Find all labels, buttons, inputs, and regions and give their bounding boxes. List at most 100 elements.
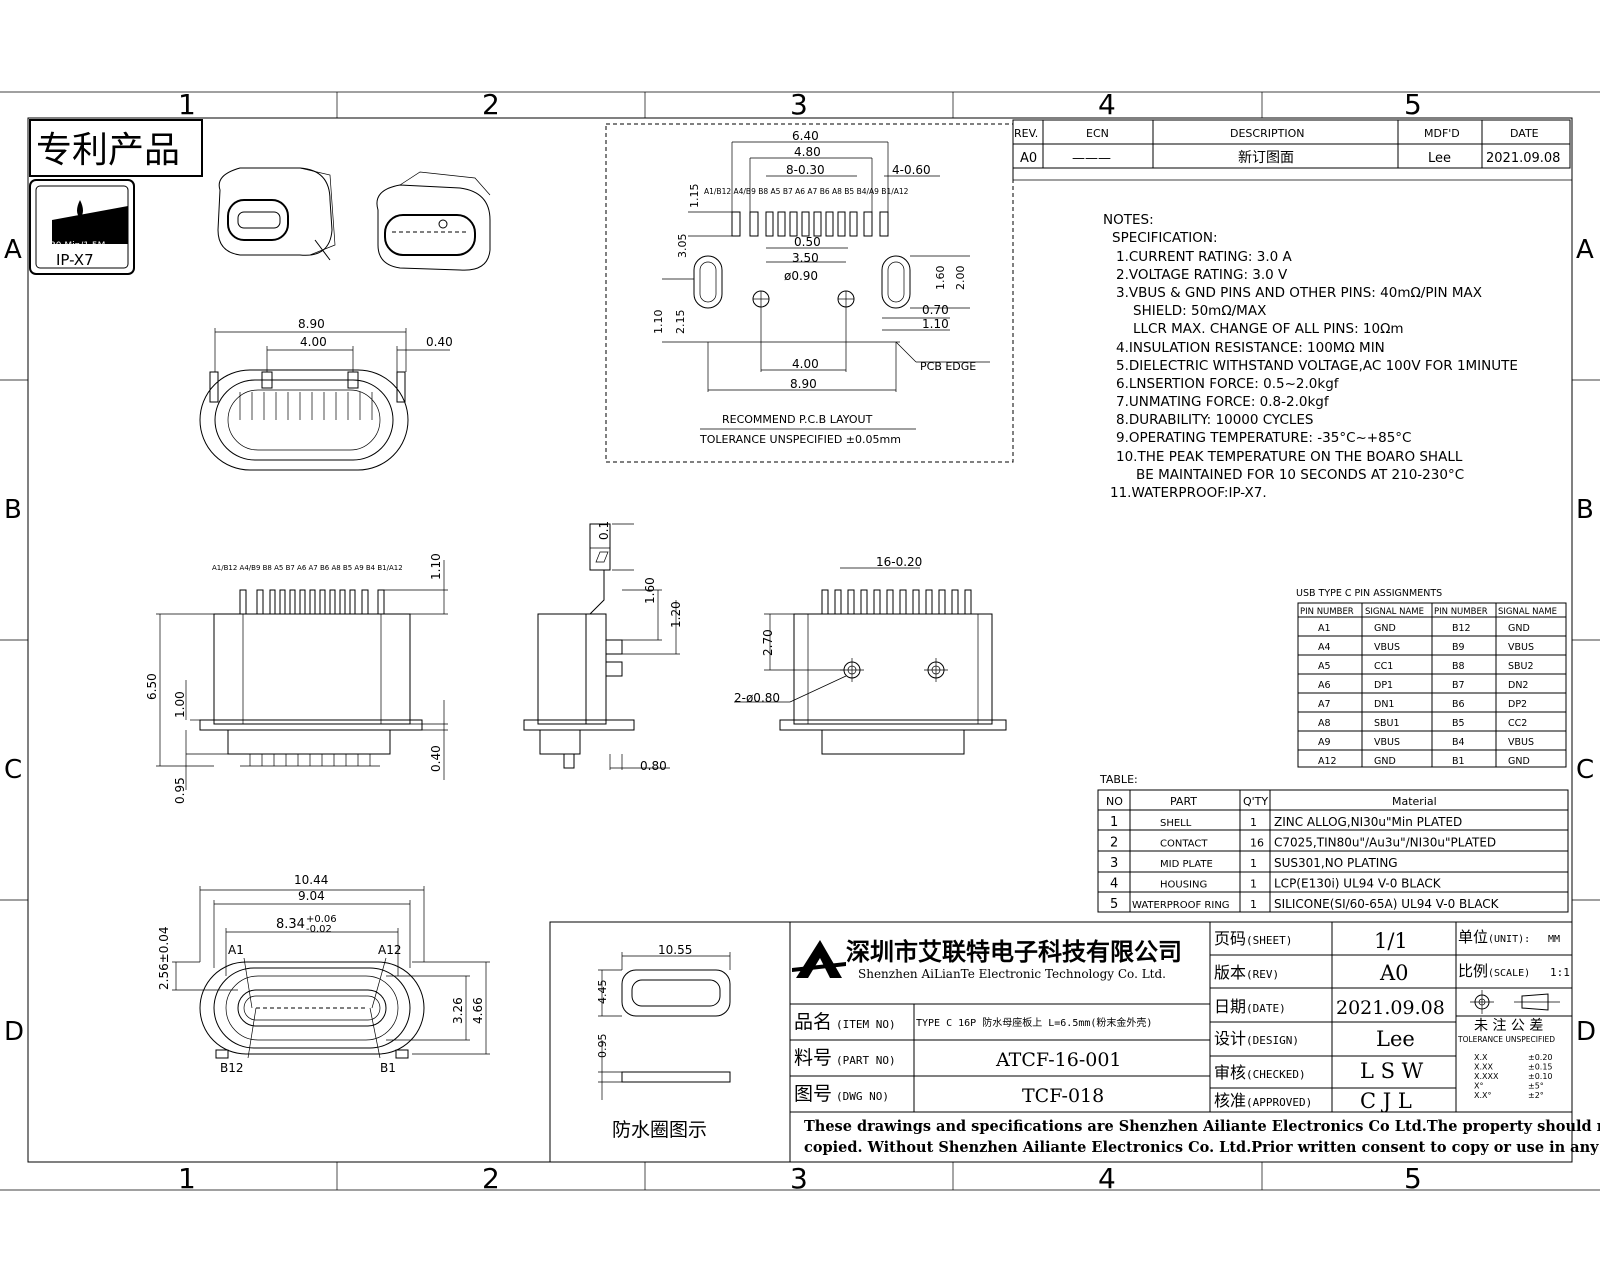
pcb-dim-350: 3.50	[792, 251, 819, 265]
bom-material-cell: ZINC ALLOG,NI30u"Min PLATED	[1274, 815, 1462, 829]
company-name-cn: 深圳市艾联特电子科技有限公司	[846, 938, 1182, 966]
pin-number-cell: B5	[1452, 718, 1465, 729]
dwg-label: 图号	[794, 1083, 832, 1105]
mating-label-b12: B12	[220, 1061, 244, 1075]
bom-no-cell: 2	[1110, 836, 1118, 851]
pin-signal-cell: DN1	[1374, 699, 1394, 710]
top-dim-270: 2.70	[761, 629, 775, 656]
pin-number-cell: B7	[1452, 680, 1465, 691]
date-value: 2021.09.08	[1336, 997, 1445, 1019]
front-view-pins	[239, 392, 373, 420]
pin-number-cell: B1	[1452, 756, 1465, 767]
pin-table-title: USB TYPE C PIN ASSIGNMENTS	[1296, 588, 1442, 599]
rev-value-rev: A0	[1020, 151, 1037, 166]
pcb-dim-4x060: 4-0.60	[892, 163, 931, 177]
pin-signal-cell: DP2	[1508, 699, 1527, 710]
pcb-dim-640: 6.40	[792, 129, 819, 143]
pin-number-cell: A1	[1318, 623, 1331, 634]
pcb-dim-110-left: 1.10	[652, 310, 665, 335]
pcb-dim-110-right: 1.10	[922, 317, 949, 331]
pcb-layout	[662, 141, 990, 430]
note-line-11: 11.WATERPROOF:IP-X7.	[1110, 485, 1267, 501]
front-dim-pitch: 4.00	[300, 335, 327, 349]
date-label-en: (DATE)	[1246, 1002, 1286, 1015]
mating-dim-256: 2.56±0.04	[157, 927, 171, 991]
pin-header-pin-a: PIN NUMBER	[1300, 607, 1354, 617]
tolerance-format-cell: X.X	[1474, 1053, 1488, 1062]
pin-signal-cell: VBUS	[1508, 642, 1534, 653]
bom-table-grid	[1097, 789, 1569, 913]
checked-label: 审核	[1214, 1063, 1246, 1082]
mating-face-view	[172, 886, 490, 1059]
front-dim-width: 8.90	[298, 317, 325, 331]
pin-number-cell: A7	[1318, 699, 1331, 710]
sheet-value: 1/1	[1374, 929, 1408, 953]
tolerance-format-cell: X.XX	[1474, 1063, 1494, 1072]
tolerance-format-cell: X°	[1474, 1082, 1483, 1091]
note-line-8: 8.DURABILITY: 10000 CYCLES	[1116, 412, 1314, 428]
grid-col-5: 5	[1404, 88, 1422, 121]
iso-view-left	[217, 167, 336, 261]
note-line-7: 7.UNMATING FORCE: 0.8-2.0kgf	[1116, 394, 1330, 410]
checked-label-en: (CHECKED)	[1246, 1068, 1306, 1081]
mating-dim-tol-plus: +0.06	[306, 914, 337, 925]
dwg-label-en: (DWG NO)	[836, 1090, 889, 1103]
approved-value: C J L	[1360, 1089, 1412, 1113]
bom-title: TABLE:	[1099, 773, 1138, 786]
projection-symbol-icon	[1470, 990, 1560, 1014]
pin-signal-cell: VBUS	[1374, 737, 1400, 748]
note-line-2: 2.VOLTAGE RATING: 3.0 V	[1116, 267, 1288, 283]
mating-dim-1044: 10.44	[294, 873, 328, 887]
pcb-dim-200: 2.00	[954, 266, 967, 291]
grid-row-a: A	[4, 235, 22, 265]
water-drop-icon	[77, 200, 83, 218]
rev-header-description: DESCRIPTION	[1230, 127, 1304, 140]
grid-col-4-bottom: 4	[1098, 1162, 1116, 1195]
bom-no-cell: 4	[1110, 877, 1118, 892]
pin-signal-cell: DP1	[1374, 680, 1393, 691]
unit-label: 单位	[1458, 928, 1488, 946]
pin-signal-cell: VBUS	[1508, 737, 1534, 748]
pin-number-cell: A4	[1318, 642, 1331, 653]
pin-table-headers: PIN NUMBER SIGNAL NAME PIN NUMBER SIGNAL…	[1300, 607, 1557, 617]
side-view-top-pins	[239, 589, 385, 615]
side-view-bottom-pins	[240, 754, 380, 767]
notes-title: NOTES:	[1103, 212, 1154, 228]
part-label-en: (PART NO)	[836, 1054, 896, 1067]
note-line-5: 5.DIELECTRIC WITHSTAND VOLTAGE,AC 100V F…	[1116, 358, 1518, 374]
grid-col-4: 4	[1098, 88, 1116, 121]
bom-qty-cell: 1	[1250, 898, 1257, 911]
pin-signal-cell: VBUS	[1374, 642, 1400, 653]
note-line-10: 10.THE PEAK TEMPERATURE ON THE BOARO SHA…	[1116, 449, 1463, 465]
pcb-pin-labels: A1/B12 A4/B9 B8 A5 B7 A6 A7 B6 A8 B5 B4/…	[704, 187, 909, 196]
waterproof-ring	[598, 952, 731, 1100]
date-label: 日期	[1214, 997, 1246, 1016]
note-line-6: 6.LNSERTION FORCE: 0.5~2.0kgf	[1116, 376, 1340, 392]
ring-dim-095: 0.95	[596, 1034, 609, 1059]
design-value: Lee	[1376, 1027, 1415, 1051]
pin-number-cell: A12	[1318, 756, 1337, 767]
tolerance-value-cell: ±0.10	[1528, 1072, 1553, 1081]
bom-qty-cell: 1	[1250, 878, 1257, 891]
pcb-dim-050: 0.50	[794, 235, 821, 249]
pin-table-grid	[1297, 602, 1567, 768]
grid-col-1: 1	[178, 88, 196, 121]
bom-header-part: PART	[1170, 795, 1197, 808]
pcb-layout-tolerance: TOLERANCE UNSPECIFIED ±0.05mm	[699, 433, 901, 446]
pin-number-cell: B9	[1452, 642, 1465, 653]
tolerance-subtitle: TOLERANCE UNSPECIFIED	[1457, 1035, 1555, 1044]
checked-value: L S W	[1360, 1059, 1424, 1083]
pin-header-signal-a: SIGNAL NAME	[1365, 607, 1424, 617]
bom-material-cell: LCP(E130i) UL94 V-0 BLACK	[1274, 877, 1442, 891]
item-value: TYPE C 16P 防水母座板上 L=6.5mm(粉末金外壳)	[916, 1016, 1152, 1029]
iso-view-right	[376, 171, 491, 271]
mid-dim-120: 1.20	[669, 601, 683, 628]
pcb-layout-frame	[605, 123, 1014, 463]
pin-signal-cell: SBU1	[1374, 718, 1400, 729]
rev-label: 版本	[1214, 963, 1246, 982]
grid-col-5-bottom: 5	[1404, 1162, 1422, 1195]
tolerance-value-cell: ±0.20	[1528, 1053, 1553, 1062]
tolerance-format-cell: X.X°	[1474, 1091, 1492, 1100]
